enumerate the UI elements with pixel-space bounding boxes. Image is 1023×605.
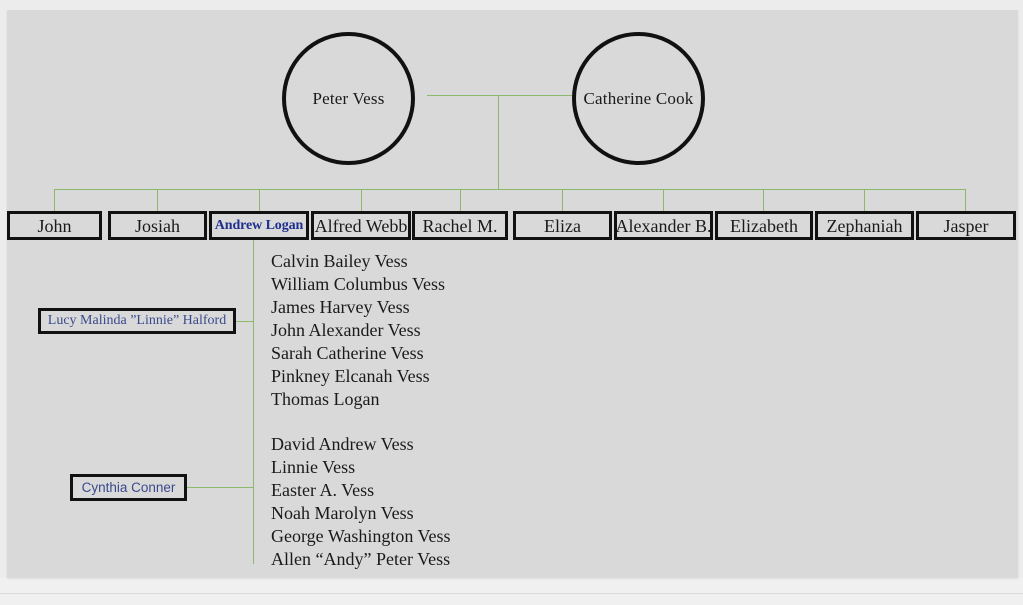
offspring-name: George Washington Vess [271, 526, 451, 546]
offspring-name: Thomas Logan [271, 389, 380, 409]
spouse-label: Lucy Malinda ”Linnie” Halford [47, 313, 227, 328]
offspring-list-union-2: David Andrew Vess Linnie Vess Easter A. … [271, 433, 451, 571]
child-stub-2 [157, 189, 158, 211]
offspring-name: Allen “Andy” Peter Vess [271, 549, 451, 569]
offspring-name: Noah Marolyn Vess [271, 503, 414, 523]
person-node-catherine-cook[interactable]: Catherine Cook [572, 32, 705, 165]
child-box-josiah[interactable]: Josiah [108, 211, 207, 240]
offspring-list-union-1: Calvin Bailey Vess William Columbus Vess… [271, 250, 445, 411]
child-stub-1 [54, 189, 55, 211]
child-label: Josiah [135, 215, 180, 236]
child-box-eliza[interactable]: Eliza [513, 211, 612, 240]
child-box-alexander-b[interactable]: Alexander B. [614, 211, 713, 240]
offspring-name: David Andrew Vess [271, 434, 414, 454]
child-box-john[interactable]: John [7, 211, 102, 240]
person-node-peter-vess[interactable]: Peter Vess [282, 32, 415, 165]
child-box-rachel-m[interactable]: Rachel M. [412, 211, 508, 240]
spouse-label: Cynthia Conner [81, 479, 176, 495]
offspring-name: Pinkney Elcanah Vess [271, 366, 430, 386]
page-divider-line [0, 593, 1023, 594]
child-box-andrew-logan[interactable]: Andrew Logan [209, 211, 309, 240]
marriage-drop-line [498, 95, 499, 189]
child-label: Rachel M. [422, 215, 498, 236]
offspring-name: Linnie Vess [271, 457, 356, 477]
child-stub-10 [965, 189, 966, 211]
child-box-alfred-webb[interactable]: Alfred Webb [311, 211, 411, 240]
child-stub-3 [259, 189, 260, 211]
spouse-box-lucy-malinda-halford[interactable]: Lucy Malinda ”Linnie” Halford [38, 308, 236, 334]
child-label: Alfred Webb [314, 215, 408, 236]
marriage-line [427, 95, 579, 96]
child-label: Eliza [544, 215, 581, 236]
union-2-connector [187, 487, 254, 488]
child-label: Andrew Logan [214, 217, 304, 233]
descendant-spine-line [253, 240, 254, 564]
offspring-name: Calvin Bailey Vess [271, 251, 408, 271]
child-stub-9 [864, 189, 865, 211]
spouse-box-cynthia-conner[interactable]: Cynthia Conner [70, 474, 187, 501]
child-label: Zephaniah [826, 215, 903, 236]
child-box-elizabeth[interactable]: Elizabeth [715, 211, 813, 240]
offspring-name: Sarah Catherine Vess [271, 343, 424, 363]
family-tree-panel: Peter Vess Catherine Cook John Josiah An… [7, 10, 1018, 578]
offspring-name: James Harvey Vess [271, 297, 410, 317]
child-box-jasper[interactable]: Jasper [916, 211, 1016, 240]
union-1-connector [236, 321, 254, 322]
child-stub-4 [361, 189, 362, 211]
child-label: Jasper [943, 215, 989, 236]
child-stub-7 [663, 189, 664, 211]
children-bus-line [54, 189, 966, 190]
child-stub-6 [562, 189, 563, 211]
page-gap [0, 578, 1023, 605]
person-label: Peter Vess [312, 88, 385, 108]
offspring-name: Easter A. Vess [271, 480, 375, 500]
child-stub-8 [763, 189, 764, 211]
child-box-zephaniah[interactable]: Zephaniah [815, 211, 914, 240]
child-label: John [37, 215, 72, 236]
offspring-name: William Columbus Vess [271, 274, 445, 294]
person-label: Catherine Cook [583, 88, 694, 108]
child-label: Alexander B. [615, 215, 712, 236]
child-label: Elizabeth [730, 215, 798, 236]
child-stub-5 [460, 189, 461, 211]
offspring-name: John Alexander Vess [271, 320, 421, 340]
